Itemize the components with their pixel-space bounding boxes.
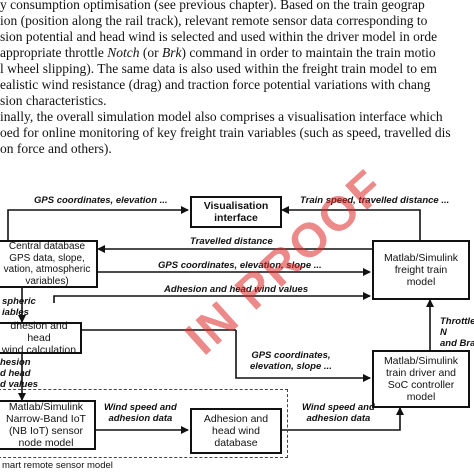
central-database-box: Central database GPS data, slope, vation… xyxy=(0,240,98,288)
adhesion-database-box: Adhesion and head wind database xyxy=(190,408,282,454)
label-atmospheric-variables: spheric iables xyxy=(2,296,36,318)
arrow-gps-to-visualisation xyxy=(7,206,189,240)
label-wind-speed-adhesion-1: Wind speed and adhesion data xyxy=(104,402,177,424)
label-adhesion-values: Adhesion and head wind values xyxy=(164,284,309,295)
label-speed-distance: Train speed, travelled distance ... xyxy=(300,195,450,206)
text-line: ion (position along the rail track), rel… xyxy=(0,13,428,28)
text-line: sion characteristics. xyxy=(0,93,107,108)
text-line: ealistic wind resistance (drag) and trac… xyxy=(0,77,431,92)
text-line: on force and others). xyxy=(0,141,112,156)
arrow-gps-to-driver xyxy=(235,330,371,382)
arrow-speed-to-visualisation xyxy=(281,206,421,240)
body-text: y consumption optimisation (see previous… xyxy=(0,0,451,157)
visualisation-interface-box: Visualisation interface xyxy=(190,196,282,228)
adhesion-calculation-box: dhesion and head wind calculation xyxy=(0,320,82,356)
text-line: y consumption optimisation (see previous… xyxy=(0,0,425,12)
text-line: inally, the overall simulation model als… xyxy=(0,109,443,124)
driver-controller-model-box: Matlab/Simulink train driver and SoC con… xyxy=(372,350,470,408)
text-line: oed for online monitoring of key freight… xyxy=(0,125,451,140)
smart-remote-sensor-boundary xyxy=(0,389,288,458)
arrow-db-to-driver xyxy=(282,407,404,431)
label-gps-slope: GPS coordinates, elevation, slope ... xyxy=(158,260,322,271)
label-gps-elevation: GPS coordinates, elevation ... xyxy=(34,195,168,206)
label-gps-elevation-slope: GPS coordinates, elevation, slope ... xyxy=(250,350,332,372)
arrow-adhesion-values xyxy=(53,292,371,303)
label-wind-speed-adhesion-2: Wind speed and adhesion data xyxy=(302,402,375,424)
text-line: appropriate throttle Notch (or Brk) comm… xyxy=(0,45,436,60)
label-travelled-distance: Travelled distance xyxy=(190,236,273,247)
label-adhesion-head-wind-values: hesion d head d values xyxy=(0,357,39,390)
label-smart-remote-sensor-model: mart remote sensor model xyxy=(2,460,113,471)
text-line: l wheel slipping). The same data is also… xyxy=(0,61,437,76)
nbiot-sensor-model-box: Matlab/Simulink Narrow-Band IoT (NB IoT)… xyxy=(0,400,96,450)
label-throttle-brake: Throttle N and Bra xyxy=(440,316,474,349)
freight-train-model-box: Matlab/Simulink freight train model xyxy=(372,240,470,300)
text-line: sion potential and head wind is selected… xyxy=(0,29,438,44)
